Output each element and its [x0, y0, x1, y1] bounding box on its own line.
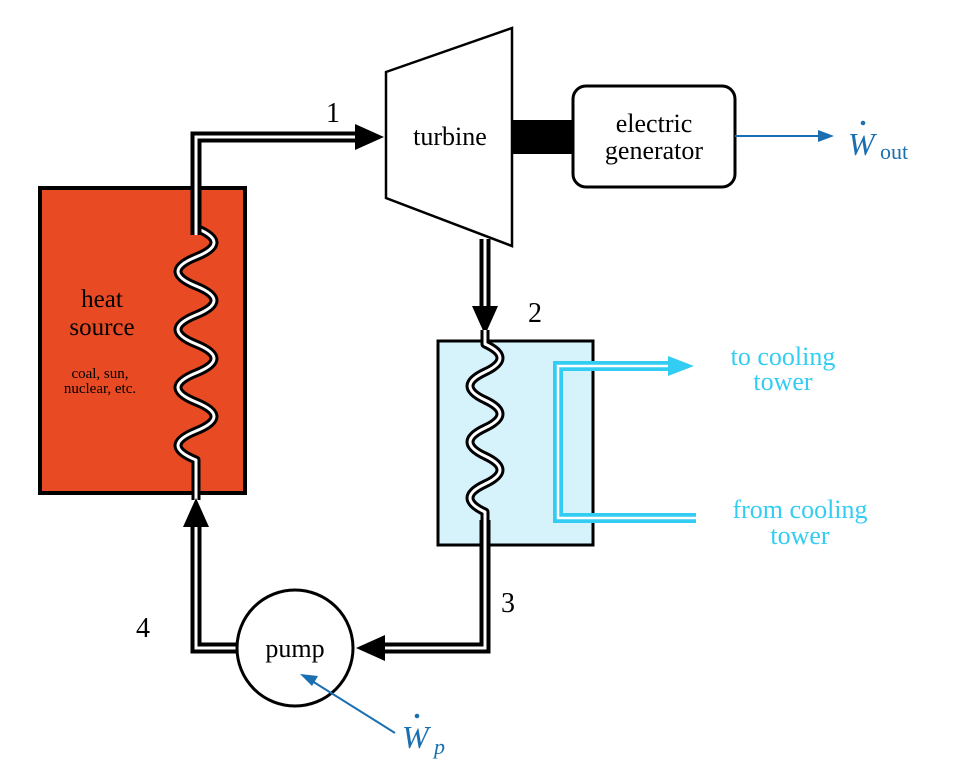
generator-label-line2: generator: [605, 136, 704, 165]
arrowhead-icon: [355, 124, 384, 150]
work-out-symbol: W: [848, 126, 878, 162]
heat-source-sublabel-line1: coal, sun,: [71, 366, 128, 382]
to-cooling-tower-line2: tower: [753, 367, 813, 396]
to-cooling-tower-line1: to cooling: [731, 342, 836, 371]
cooling-water-loop: [553, 356, 696, 523]
work-out-label: W out: [848, 120, 908, 164]
heat-source-label-line2: source: [69, 314, 134, 341]
arrowhead-icon: [356, 635, 385, 661]
arrowhead-icon: [183, 498, 209, 527]
pipe-pump-to-heater: [183, 498, 238, 654]
turbine-label: turbine: [413, 122, 487, 151]
pipe-turbine-to-condenser: [472, 239, 498, 335]
state-point-3: 3: [501, 588, 515, 619]
work-out-dot: [860, 120, 866, 126]
work-out-subscript: out: [880, 139, 908, 164]
state-point-4: 4: [136, 613, 150, 644]
condenser-coil-icon: [465, 330, 505, 530]
work-pump-arrow: [300, 674, 396, 734]
work-pump-symbol: W: [402, 719, 432, 755]
heat-source-sublabel-line2: nuclear, etc.: [64, 381, 136, 397]
heater-coil-icon: [173, 210, 219, 500]
work-out-arrow: [735, 130, 834, 142]
from-cooling-tower-line2: tower: [770, 521, 830, 550]
pipe-condenser-to-pump: [356, 520, 491, 661]
arrowhead-icon: [668, 356, 694, 376]
arrowhead-icon: [472, 306, 498, 335]
state-point-2: 2: [528, 298, 542, 329]
turbine-generator-shaft: [512, 120, 574, 154]
arrowhead-icon: [300, 674, 318, 686]
turbine-shape: [384, 26, 514, 248]
from-cooling-tower-line1: from cooling: [732, 495, 867, 524]
arrowhead-icon: [818, 130, 834, 142]
generator-label-line1: electric: [616, 109, 693, 138]
condenser-box: [436, 339, 595, 547]
heat-source-label-line1: heat: [81, 286, 123, 313]
work-pump-label: W p: [402, 713, 445, 759]
pump-label: pump: [265, 634, 324, 663]
pump-circle: [235, 588, 355, 708]
pipe-heater-to-turbine: [190, 124, 384, 235]
work-pump-subscript: p: [432, 734, 445, 759]
work-pump-dot: [414, 713, 420, 719]
state-point-1: 1: [326, 98, 340, 129]
